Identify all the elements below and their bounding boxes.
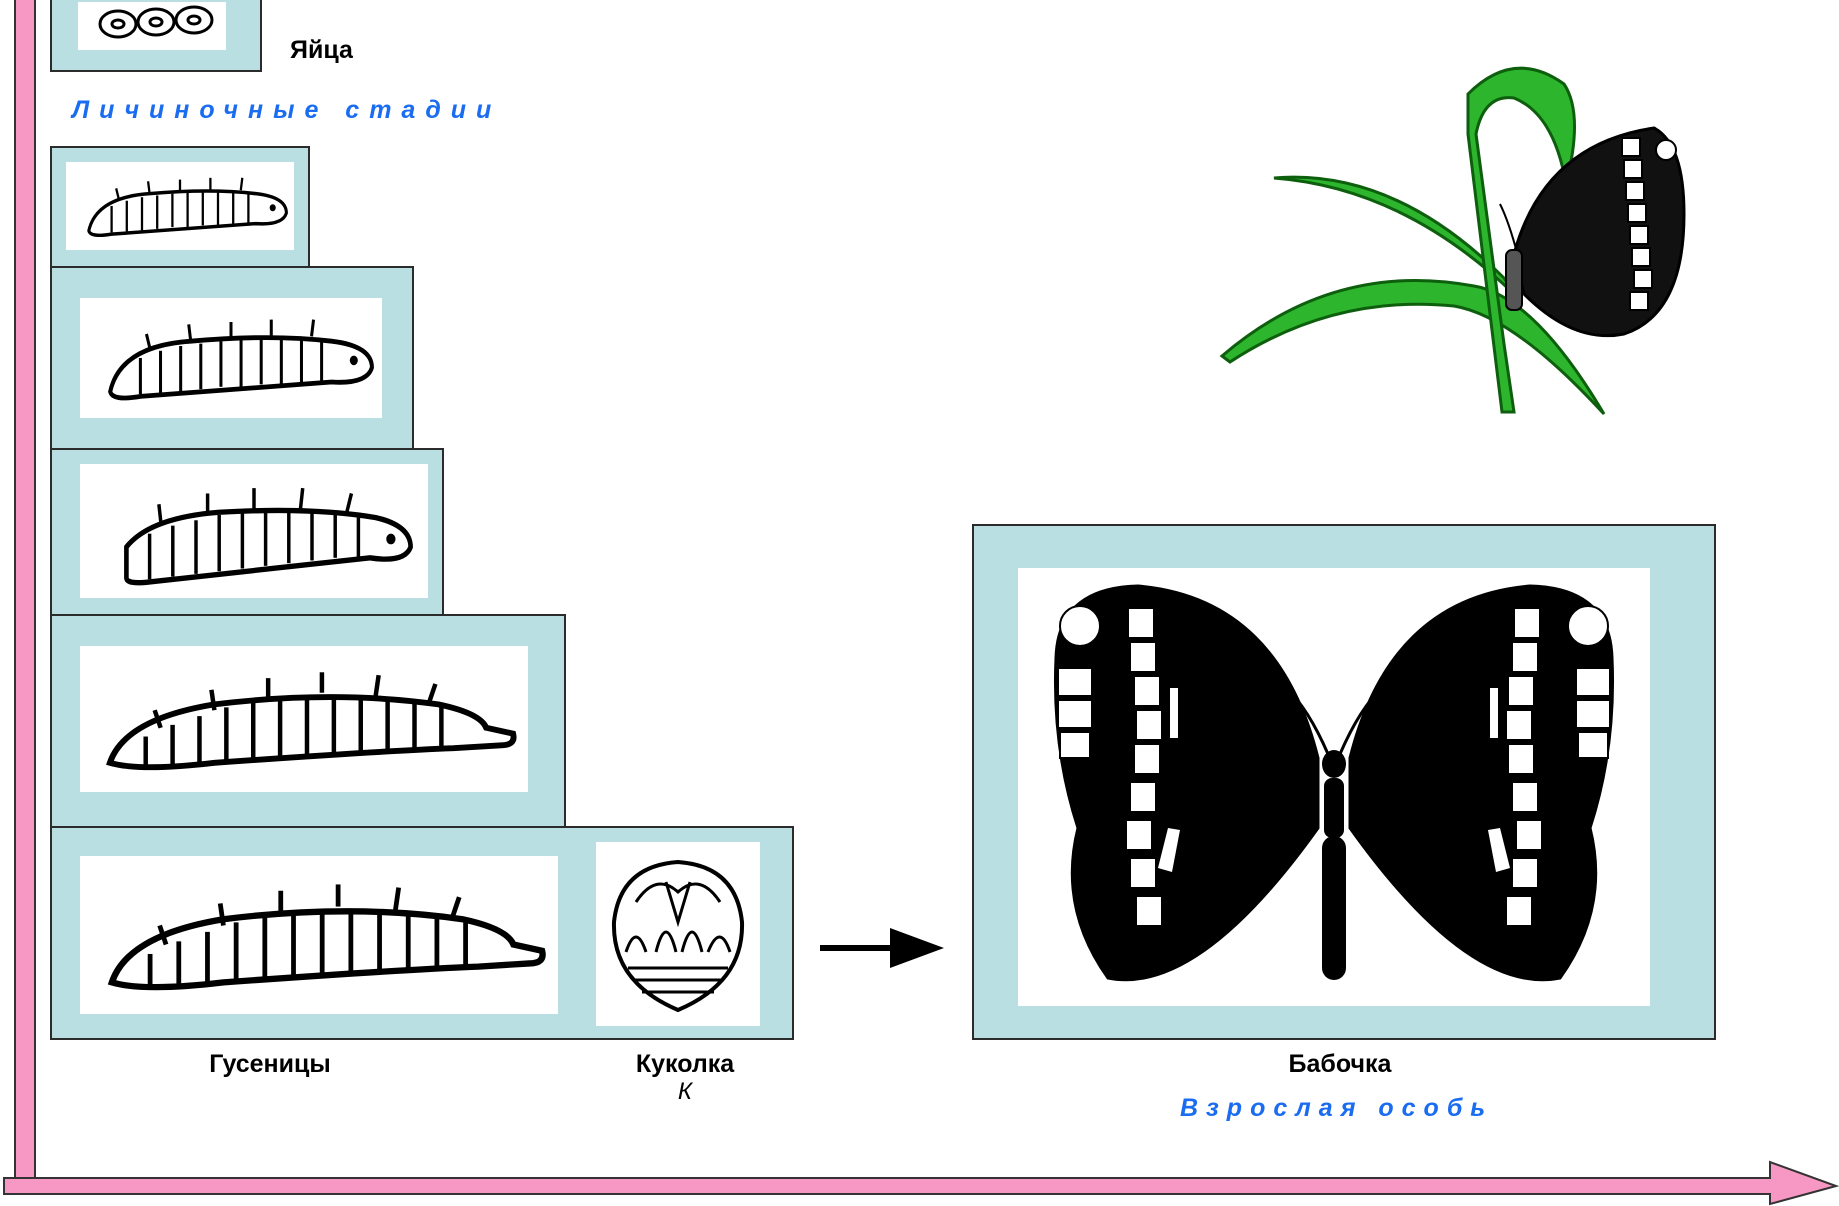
arrow-right-icon bbox=[820, 926, 944, 970]
butterfly-icon bbox=[1018, 568, 1650, 1006]
caterpillar-2-image bbox=[80, 298, 382, 418]
caterpillar-stage-3-panel bbox=[50, 448, 444, 616]
caterpillar-1-image bbox=[66, 162, 294, 250]
caterpillar-stage-2-panel bbox=[50, 266, 414, 450]
caterpillar-icon bbox=[80, 464, 428, 598]
caterpillar-5-image bbox=[80, 856, 558, 1014]
caterpillar-icon bbox=[80, 646, 528, 792]
caterpillar-stage-4-panel bbox=[50, 614, 566, 828]
eggs-image bbox=[78, 2, 226, 50]
eggs-icon bbox=[78, 2, 226, 50]
butterfly-image bbox=[1018, 568, 1650, 1006]
grass-with-butterfly-icon bbox=[1214, 54, 1686, 420]
time-axis-arrow-icon bbox=[0, 1160, 1839, 1206]
pupa-icon bbox=[596, 842, 760, 1026]
pupa-letter-label: К bbox=[660, 1078, 710, 1106]
caterpillars-label: Гусеницы bbox=[190, 1050, 350, 1079]
caterpillar-stage-1-panel bbox=[50, 146, 310, 268]
eggs-label: Яйца bbox=[290, 36, 380, 65]
butterfly-on-grass-image bbox=[1214, 54, 1686, 420]
caterpillar-icon bbox=[80, 856, 558, 1014]
adult-caption: Взрослая особь bbox=[1180, 1094, 1493, 1123]
larval-stages-caption: Личиночные стадии bbox=[72, 96, 501, 125]
caterpillar-icon bbox=[66, 162, 294, 250]
caterpillar-stage-5-panel bbox=[50, 826, 794, 1040]
caterpillar-3-image bbox=[80, 464, 428, 598]
pupa-label: Куколка bbox=[620, 1050, 750, 1079]
caterpillar-4-image bbox=[80, 646, 528, 792]
butterfly-label: Бабочка bbox=[1270, 1050, 1410, 1079]
vertical-axis bbox=[14, 0, 36, 1184]
caterpillar-icon bbox=[80, 298, 382, 418]
eggs-panel bbox=[50, 0, 262, 72]
pupa-image bbox=[596, 842, 760, 1026]
butterfly-panel bbox=[972, 524, 1716, 1040]
